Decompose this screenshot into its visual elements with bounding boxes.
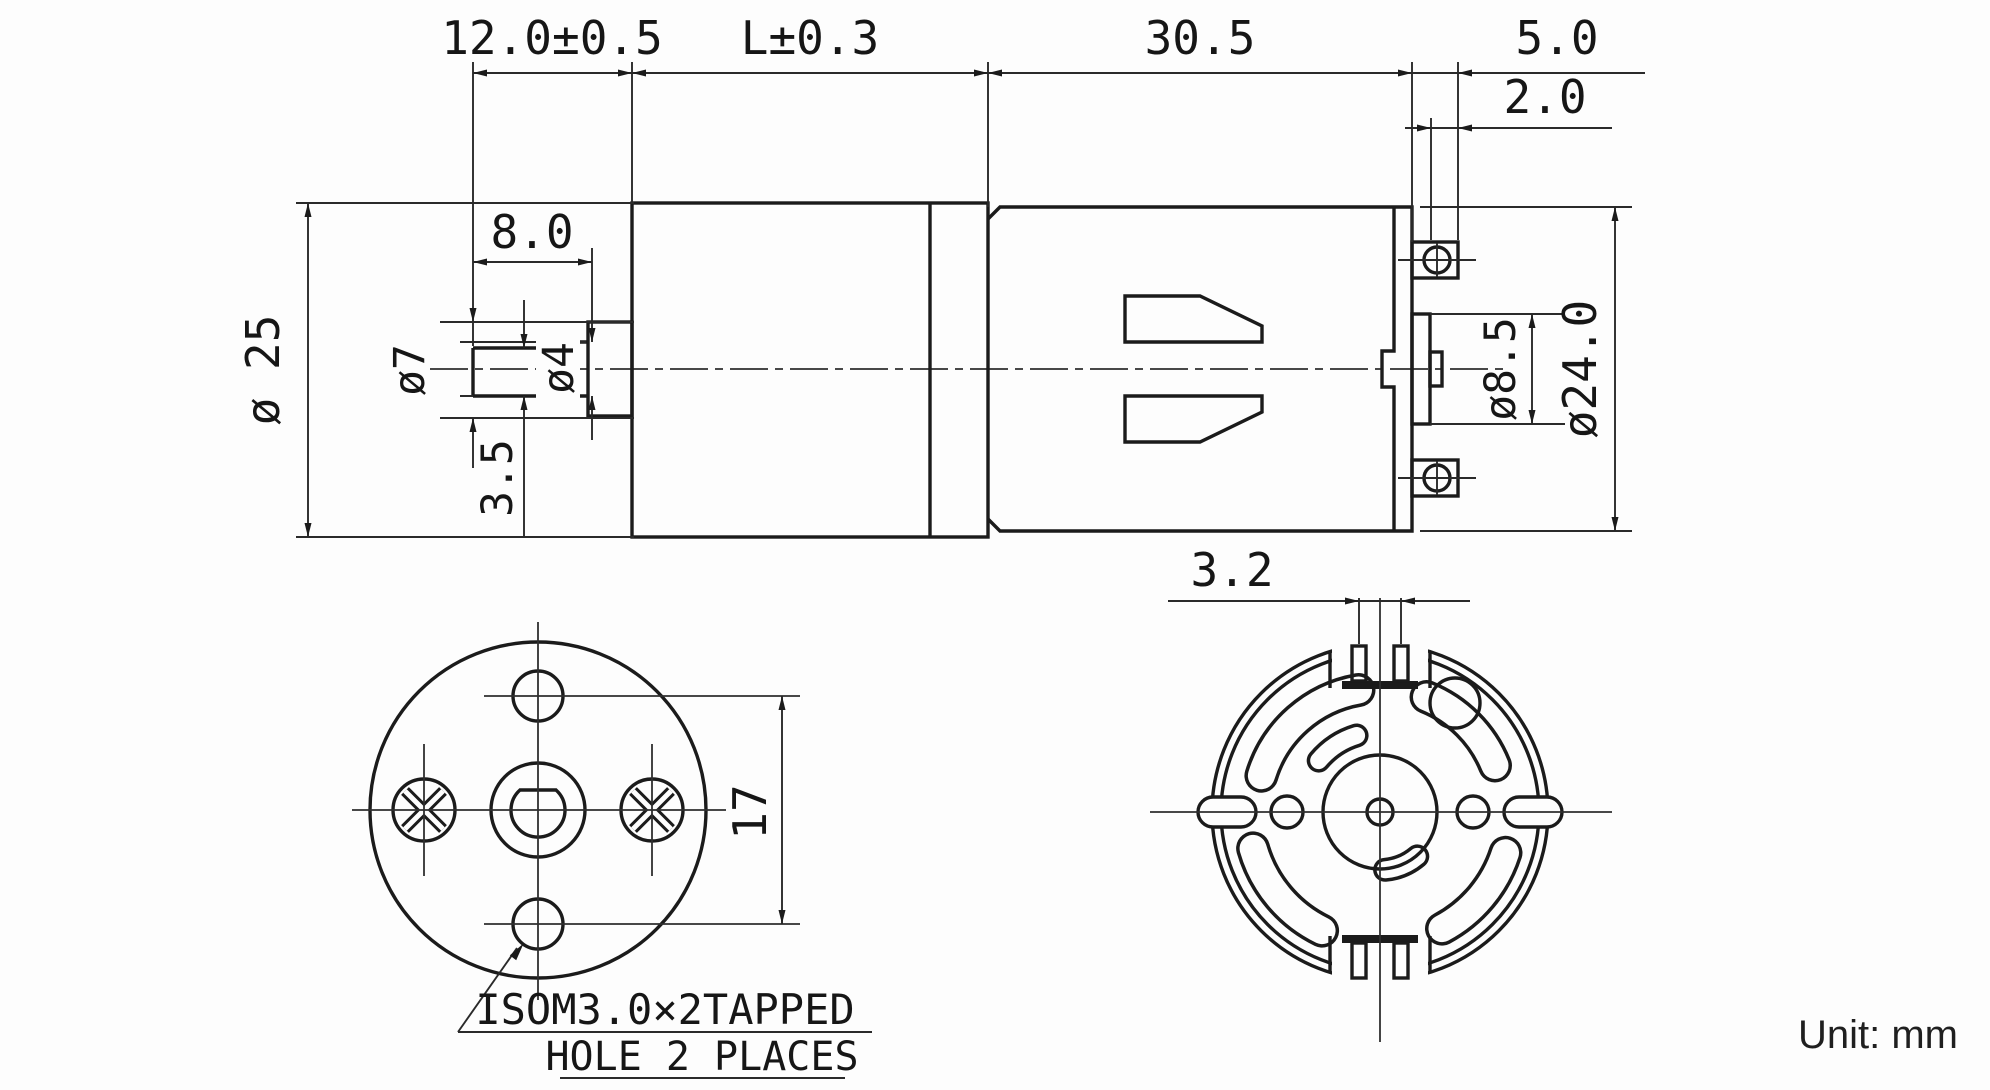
note-leader-line [457, 947, 518, 1033]
dim-hole-spacing: 17 [723, 784, 777, 839]
note-underlines [458, 1031, 872, 1079]
dim-gearbox-dia: ø 25 [236, 315, 290, 426]
side-view-arrowheads [304, 69, 1619, 537]
dimline-dia25 [296, 202, 634, 538]
gearbox-outline [630, 201, 990, 539]
front-view-centerlines [352, 622, 726, 1000]
dimline-dia8-5 [1430, 313, 1565, 425]
dim-terminal-pitch: 3.2 [1190, 543, 1273, 597]
dim-shaft-overhang: 12.0±0.5 [441, 11, 663, 65]
dim-gearbox-length: L±0.3 [741, 11, 879, 65]
ext-terminal-pitch [1358, 598, 1402, 644]
ext-dia7 [440, 321, 634, 419]
dim-terminal-offset: 2.0 [1503, 70, 1586, 124]
front-hole-centerlines [484, 695, 800, 925]
dim-motor-dia: ø24.0 [1553, 300, 1607, 438]
front-shaft-d-profile [509, 788, 567, 839]
dim-shaft-flat: 3.5 [473, 439, 523, 517]
rear-view: 3.2 [1150, 543, 1612, 1042]
dim-rear-boss-dia: ø8.5 [1476, 317, 1526, 421]
unit-label: Unit: mm [1798, 1013, 1958, 1057]
motor-vent-upper [1123, 294, 1264, 344]
note-leader-arrow [509, 943, 524, 961]
dim-shaft-length: 8.0 [490, 205, 573, 259]
dim-terminal-length: 5.0 [1515, 11, 1598, 65]
dim-shaft-dia: ø4 [534, 342, 584, 394]
side-view: 12.0±0.5 L±0.3 30.5 5.0 2.0 8.0 ø 25 ø7 … [236, 11, 1645, 539]
rear-hole-topright [1428, 676, 1482, 730]
dim-boss-dia: ø7 [385, 344, 435, 396]
dimline-dia24 [1420, 206, 1632, 532]
rear-shaft-nub [1428, 350, 1444, 388]
terminal-lower [1398, 458, 1476, 498]
rear-view-centerlines [1150, 598, 1612, 1042]
note-tapped-line2: HOLE 2 PLACES [545, 1034, 858, 1080]
note-tapped-line1: ISOM3.0×2TAPPED [475, 985, 854, 1034]
terminal-upper [1398, 240, 1476, 280]
front-view: 17 ISOM3.0×2TAPPED HOLE 2 PLACES [352, 622, 872, 1080]
dim-motor-length: 30.5 [1145, 11, 1256, 65]
motor-endcap-seam [1380, 207, 1396, 531]
dia4-label-backing [536, 326, 580, 412]
motor-vent-lower [1123, 394, 1264, 444]
